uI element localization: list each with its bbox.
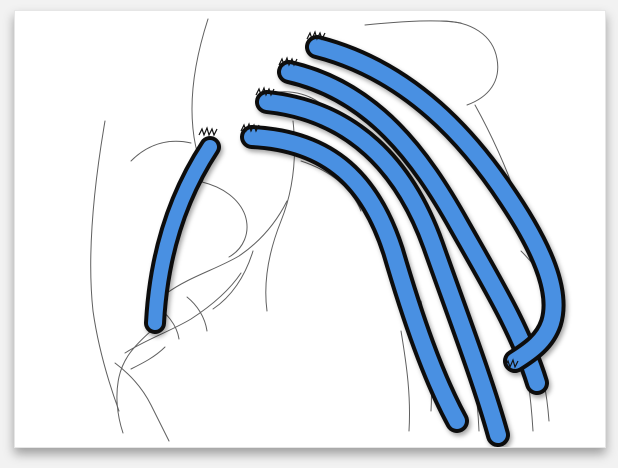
vessels [155,47,554,435]
sketch-line [131,141,191,161]
vessel-1 [155,147,210,323]
sketch-line [115,363,169,441]
sketch-line [125,273,241,353]
sketch-line [365,21,461,25]
sketch-line [117,331,151,433]
sketch-line [91,121,119,411]
sketch-line [202,182,247,257]
sketch-line [187,297,207,331]
sketch-line [441,21,498,105]
sketch-line [131,347,165,369]
anatomy-illustration [15,11,605,447]
cut-end-mark [199,128,217,135]
illustration-card [14,10,606,448]
sketch-line [401,331,410,431]
